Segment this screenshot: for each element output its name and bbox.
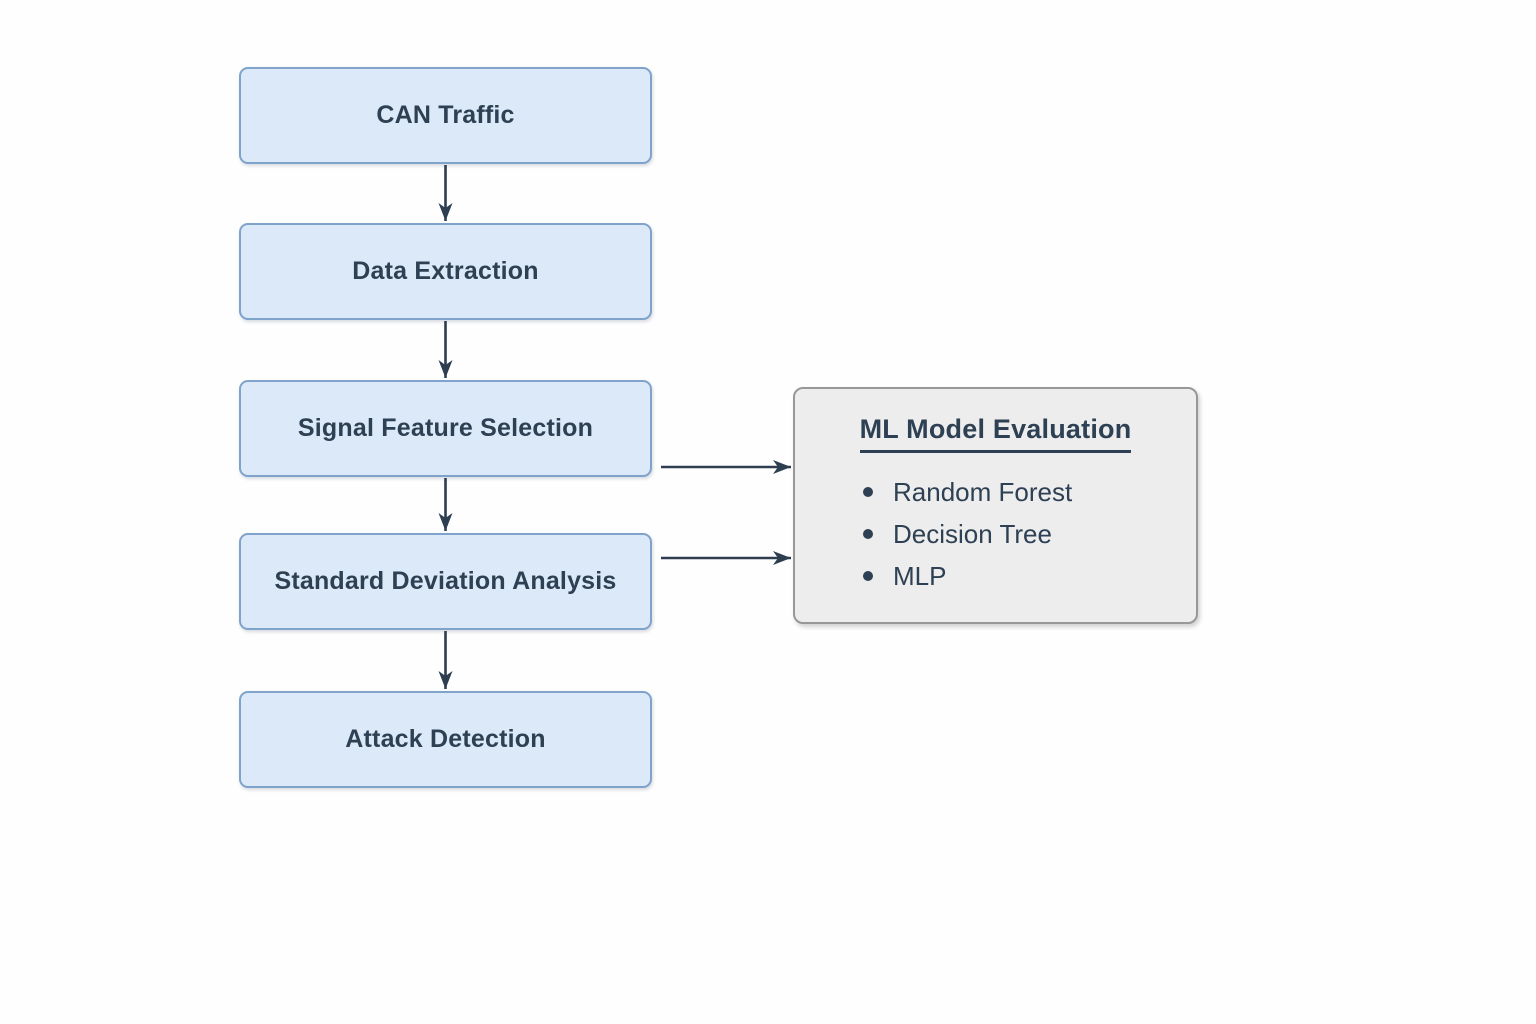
ml-panel-title: ML Model Evaluation (859, 414, 1132, 453)
node-data-extraction-label: Data Extraction (352, 257, 539, 285)
ml-model-item-random-forest: Random Forest (861, 471, 1196, 513)
ml-model-item-mlp: MLP (861, 555, 1196, 597)
ml-model-evaluation-panel: ML Model Evaluation Random Forest Decisi… (793, 387, 1198, 624)
ml-model-list: Random Forest Decision Tree MLP (795, 471, 1196, 597)
node-data-extraction: Data Extraction (239, 223, 652, 320)
node-signal-feature-selection: Signal Feature Selection (239, 380, 652, 477)
node-attack-detection: Attack Detection (239, 691, 652, 788)
node-standard-deviation-analysis-label: Standard Deviation Analysis (274, 567, 617, 595)
ml-panel-title-row: ML Model Evaluation (795, 414, 1196, 453)
ml-model-item-decision-tree: Decision Tree (861, 513, 1196, 555)
node-standard-deviation-analysis: Standard Deviation Analysis (239, 533, 652, 630)
node-can-traffic: CAN Traffic (239, 67, 652, 164)
node-signal-feature-selection-label: Signal Feature Selection (297, 414, 594, 442)
node-attack-detection-label: Attack Detection (345, 725, 546, 753)
node-can-traffic-label: CAN Traffic (376, 101, 515, 129)
